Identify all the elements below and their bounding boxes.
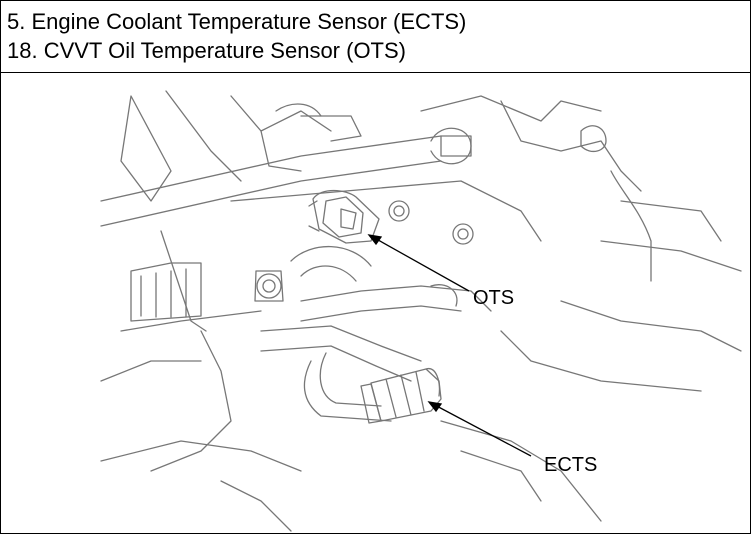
caption-line-ots: 18. CVVT Oil Temperature Sensor (OTS) [7, 38, 406, 63]
ots-arrowhead [367, 234, 383, 246]
engine-diagram: OTS ECTS [1, 74, 750, 533]
ects-leader-line [430, 402, 532, 457]
engine-line-drawing: OTS ECTS [100, 90, 742, 532]
ects-callout-label: ECTS [544, 454, 597, 476]
ots-callout-label: OTS [473, 287, 514, 309]
caption-line-ects: 5. Engine Coolant Temperature Sensor (EC… [7, 9, 467, 34]
figure-caption: 5. Engine Coolant Temperature Sensor (EC… [1, 1, 750, 73]
ects-arrowhead [427, 401, 443, 413]
leader-lines [367, 234, 532, 457]
engine-outline [100, 90, 742, 532]
ots-leader-line [370, 235, 470, 292]
